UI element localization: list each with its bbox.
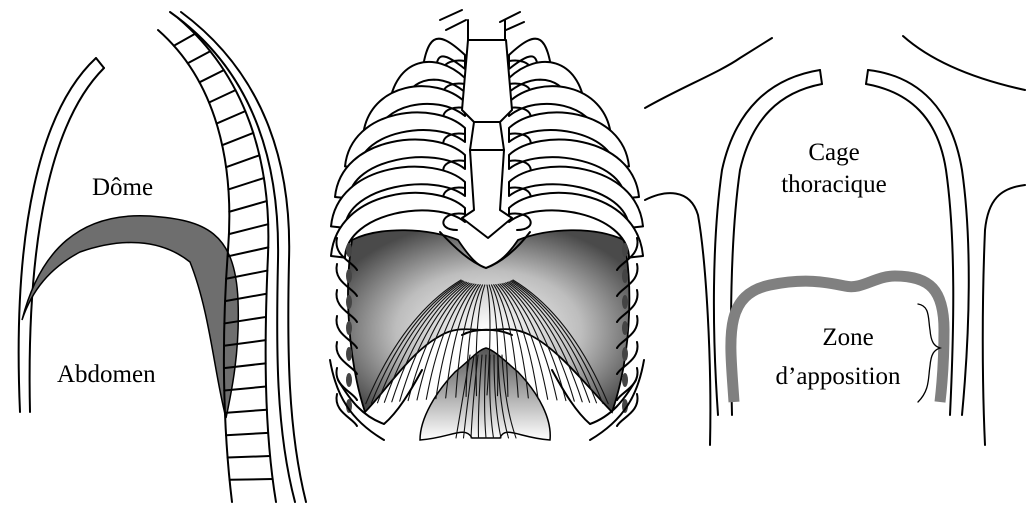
vertebra-divider	[199, 70, 223, 82]
vertebra-divider	[229, 224, 268, 234]
intercostal-shadow	[346, 295, 352, 309]
intercostal-shadow	[346, 321, 352, 335]
intercostal-shadow	[622, 347, 628, 361]
sternum	[462, 40, 512, 238]
intercostal-shadow	[622, 321, 628, 335]
lateral-view-panel: Dôme Abdomen	[19, 12, 306, 502]
cage-label-line2: thoracique	[781, 171, 887, 198]
vertebra-divider	[222, 133, 253, 145]
abdomen-label: Abdomen	[57, 361, 156, 388]
neck-right	[903, 36, 1025, 90]
torso-right-side	[983, 185, 1025, 445]
vertebra-divider	[226, 155, 259, 167]
zone-label-line2: d’apposition	[776, 363, 901, 390]
intercostal-shadow	[346, 243, 352, 257]
vertebra-divider	[217, 111, 246, 123]
intercostal-shadow	[346, 347, 352, 361]
vertebra-divider	[228, 247, 269, 256]
vertebra-divider	[225, 410, 267, 413]
zone-label-line1: Zone	[822, 324, 873, 351]
neck-left	[645, 38, 772, 108]
intercostal-shadow	[346, 373, 352, 387]
vertebra-divider	[174, 34, 195, 46]
intercostal-shadow	[622, 295, 628, 309]
cage-label-line1: Cage	[808, 139, 859, 166]
vertebra-divider	[230, 479, 273, 480]
intercostal-shadow	[622, 373, 628, 387]
torso-left-side	[645, 193, 710, 445]
vertebra-divider	[229, 201, 266, 212]
anterior-view-panel	[330, 10, 644, 440]
dome-label: Dôme	[92, 174, 153, 201]
vertebra-divider	[228, 178, 263, 189]
vertebra-divider	[228, 456, 270, 458]
vertebra-divider	[209, 90, 235, 102]
vertebra-divider	[188, 51, 211, 63]
intercostal-shadow	[622, 269, 628, 283]
intercostal-shadow	[622, 243, 628, 257]
frontal-view-panel: Cage thoracique Zone d’apposition	[645, 36, 1025, 445]
vertebra-divider	[226, 433, 268, 435]
intercostal-shadow	[346, 269, 352, 283]
